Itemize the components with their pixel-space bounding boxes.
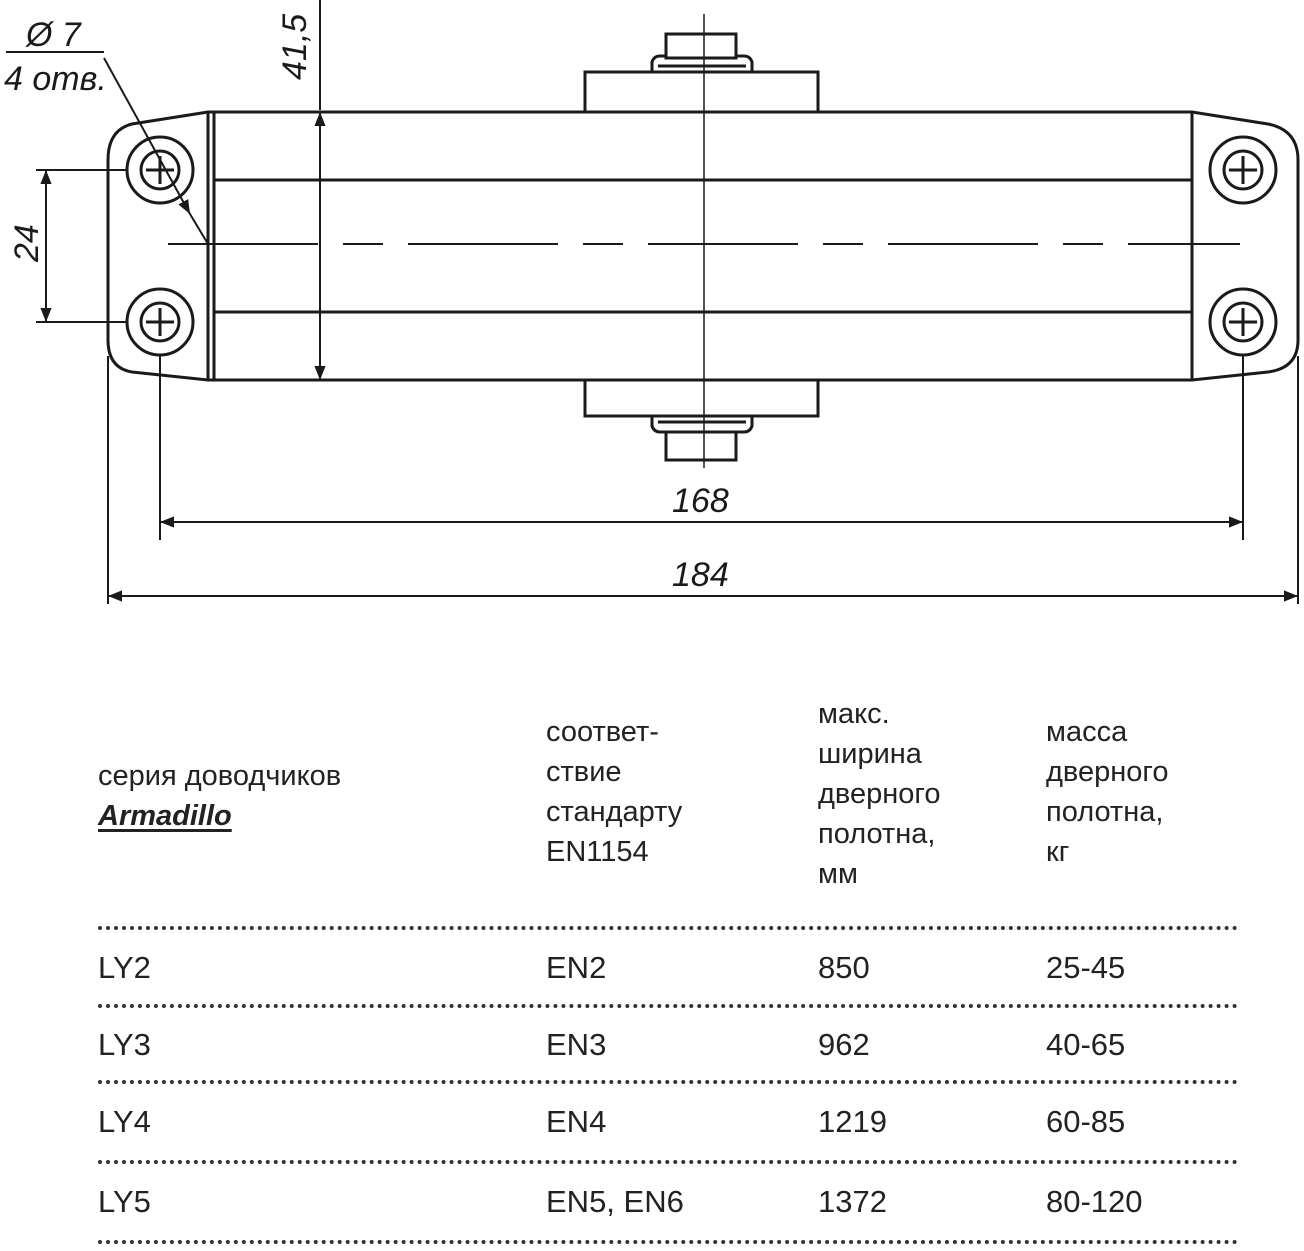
row-separator — [98, 1080, 1238, 1084]
mounting-hole-top-right — [1208, 135, 1278, 205]
row-separator — [98, 1160, 1238, 1164]
cell-mass: 40-65 — [1046, 1027, 1126, 1062]
hole-spacing-h-label: 168 — [672, 482, 729, 520]
cell-standard: EN2 — [546, 950, 607, 985]
bottom-nut-flange — [650, 416, 754, 434]
cell-width: 1372 — [818, 1184, 887, 1219]
hole-leader-ext — [189, 213, 209, 245]
hole-leader-line — [103, 57, 191, 215]
header-width: макс. ширина дверного полотна, мм — [818, 698, 941, 890]
header-series: серия доводчиков — [98, 760, 342, 792]
cell-mass: 25-45 — [1046, 950, 1126, 985]
cell-standard: EN5, EN6 — [546, 1184, 684, 1219]
cell-standard: EN4 — [546, 1104, 607, 1139]
header-brand: Armadillo — [98, 800, 232, 832]
hole-count-label: 4 отв. — [4, 60, 107, 98]
cell-width: 962 — [818, 1027, 870, 1062]
door-closer-drawing: Ø 7 4 отв. 41,5 24 168 184 — [4, 0, 1300, 604]
cell-series: LY4 — [98, 1104, 151, 1139]
cell-series: LY5 — [98, 1184, 151, 1219]
top-shaft-block — [583, 70, 820, 114]
top-nut — [664, 32, 738, 60]
cell-series: LY2 — [98, 950, 151, 985]
row-separator — [98, 926, 1238, 930]
header-mass: масса дверного полотна, кг — [1046, 716, 1169, 868]
bottom-shaft-block — [583, 378, 820, 418]
height-dim-label: 41,5 — [276, 14, 314, 80]
bottom-nut — [664, 430, 738, 462]
cell-width: 1219 — [818, 1104, 887, 1139]
cell-standard: EN3 — [546, 1027, 607, 1062]
overall-length-label: 184 — [672, 556, 729, 594]
cell-width: 850 — [818, 950, 870, 985]
cell-mass: 80-120 — [1046, 1184, 1143, 1219]
header-standard: соответ- ствие стандарту EN1154 — [546, 716, 683, 868]
row-separator — [98, 1240, 1238, 1244]
mounting-hole-bottom-right — [1208, 287, 1278, 357]
row-separator — [98, 1004, 1238, 1008]
cell-series: LY3 — [98, 1027, 151, 1062]
cell-mass: 60-85 — [1046, 1104, 1126, 1139]
mounting-hole-bottom-left — [125, 287, 195, 357]
hole-spacing-v-label: 24 — [8, 224, 46, 263]
hole-diameter-label: Ø 7 — [25, 16, 82, 54]
spec-table: серия доводчиков Armadillo соответ- стви… — [0, 660, 1304, 1251]
body-outline — [106, 110, 1300, 382]
